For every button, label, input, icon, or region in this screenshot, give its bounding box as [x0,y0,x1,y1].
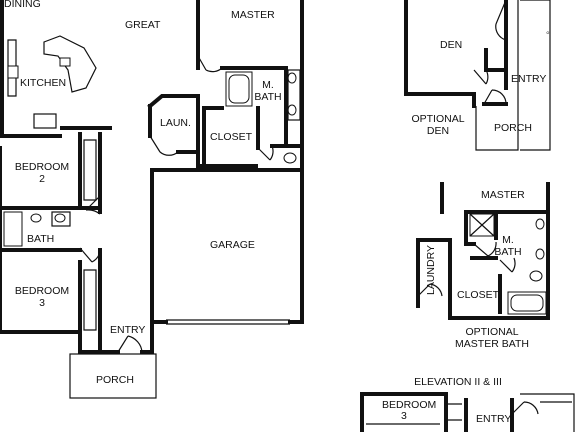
den-small-mark: ◦ [546,27,550,39]
bath-sink [54,213,66,223]
master-tub-basin [228,74,250,104]
omb-sink-1 [535,218,545,230]
den-entry-door [483,89,507,105]
range [7,65,19,79]
omb-caption-line2: MASTER BATH [455,338,529,350]
omb-toilet [529,270,543,282]
optional-master-bath-plan [416,182,550,320]
bath-label: BATH [27,233,54,245]
den-label: DEN [440,39,462,51]
omb-laundry-label: LAUNDRY [425,245,437,295]
master-sink-2 [287,104,297,116]
omb-tub-basin [510,294,544,312]
entry-label: ENTRY [110,324,145,336]
omb-closet-label: CLOSET [457,289,500,301]
main-floor-plan [0,0,304,399]
bedroom2-label-line1: BEDROOM [15,161,69,173]
omb-m-bath-label-line1: M. [502,234,514,246]
closet-south-wall [196,150,258,168]
elev-hall-lines [448,403,462,421]
den-door-2 [473,69,489,85]
bedroom3-label-line1: BEDROOM [15,285,69,297]
closet-label: CLOSET [210,131,253,143]
master-vanity [287,69,301,121]
elev-bedroom-label-line2: 3 [401,410,407,422]
elev-entry-label: ENTRY [476,413,511,425]
entry-door [117,335,143,353]
laundry-label: LAUN. [160,117,191,129]
omb-closet-door [499,257,516,273]
omb-sink-2 [535,248,545,260]
bath-tub [3,211,23,247]
bed2-closet [83,139,97,201]
garage-door [166,319,290,325]
kitchen-label: KITCHEN [20,77,66,89]
bath-toilet [30,213,42,223]
omb-caption-line1: OPTIONAL [465,326,518,338]
m-bath-label-line2: BATH [254,91,281,103]
m-bath-label-line1: M. [262,79,274,91]
bedroom2-label-line2: 2 [39,173,45,185]
bath-door [79,247,101,263]
omb-shower-drain [469,213,495,237]
den-entry-label: ENTRY [511,73,546,85]
master-label: MASTER [231,9,275,21]
great-label: GREAT [125,19,161,31]
optional-den-caption-line1: OPTIONAL [411,113,464,125]
omb-master-label: MASTER [481,189,525,201]
elevation-caption: ELEVATION II & III [414,376,502,388]
porch [69,353,157,399]
entry-closet-walls [484,48,508,72]
laundry-walls [147,94,200,154]
refrigerator [33,113,57,129]
bed2-door [85,195,101,215]
elev-entry-door [511,401,539,415]
den-west-south-walls [404,0,476,96]
bath-vanity [51,211,71,227]
kitchen-island [43,35,97,93]
elev-porch-outline [520,393,575,432]
master-sink-1 [287,72,297,84]
bedroom3-label-line2: 3 [39,297,45,309]
kitchen-sink [59,57,71,67]
elevation-plan [360,392,575,432]
omb-laundry-door [417,283,443,297]
omb-closet-south-wall [448,238,550,320]
dining-label: DINING [4,0,41,10]
toilet-door [257,145,274,161]
optional-den-plan: ◦ [404,0,551,151]
garage-label: GARAGE [210,239,255,251]
den-porch-label: PORCH [494,122,532,134]
den-porch-outline [475,0,519,151]
master-toilet [283,152,297,164]
omb-m-bath-label-line2: BATH [494,246,521,258]
master-door [197,55,223,73]
den-door-1 [495,0,507,41]
laundry-door [149,135,179,156]
omb-shower-walls [464,210,476,246]
elev-bedroom-label-line1: BEDROOM [382,399,436,411]
omb-bath-door [473,241,497,257]
optional-den-caption-line2: DEN [427,125,449,137]
den-right-outline [520,0,551,151]
bed3-closet [83,269,97,331]
porch-label: PORCH [96,374,134,386]
